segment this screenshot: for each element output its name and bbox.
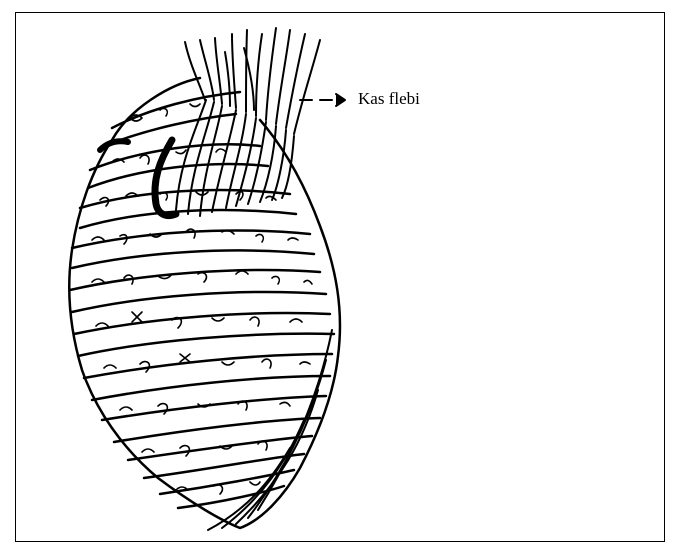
label-leader-arrow (300, 94, 345, 106)
vein-label: Kas flebi (358, 89, 420, 109)
cell-texture (92, 104, 312, 494)
